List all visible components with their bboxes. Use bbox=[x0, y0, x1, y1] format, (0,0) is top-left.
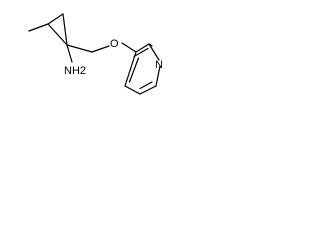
bond-pyr-c5-c4 bbox=[124, 85, 141, 95]
bond-pyr-c6-c5 bbox=[139, 85, 157, 95]
oxygen-label: O bbox=[110, 38, 119, 50]
amine-label: NH2 bbox=[64, 65, 86, 77]
bond-cyclopropane-3 bbox=[47, 23, 68, 46]
bond-pyr-c4-c3 bbox=[124, 51, 137, 87]
bond-pyr-c3-c2 bbox=[135, 43, 150, 53]
molecule-structure: NH2 O N bbox=[28, 13, 163, 95]
pyridine-nitrogen-label: N bbox=[155, 59, 163, 71]
bond-ch2-o bbox=[91, 45, 110, 53]
bond-o-c3 bbox=[121, 42, 137, 53]
bond-pyr-c2-n-edge bbox=[148, 43, 160, 61]
bond-c-nh2 bbox=[66, 44, 73, 63]
bond-c-ch2 bbox=[66, 44, 93, 53]
structure-canvas: NH2 O N bbox=[0, 0, 204, 108]
bond-cyclopropane-1 bbox=[47, 13, 64, 25]
bond-pyr-n-c6 bbox=[155, 65, 161, 87]
bond-pyr-c6-c5-inner bbox=[139, 81, 153, 90]
bond-pyr-c4-c3-inner bbox=[128, 57, 140, 83]
bond-methyl bbox=[28, 23, 49, 32]
bond-cyclopropane-2 bbox=[62, 13, 68, 46]
bond-pyr-c2-inner bbox=[133, 47, 149, 58]
